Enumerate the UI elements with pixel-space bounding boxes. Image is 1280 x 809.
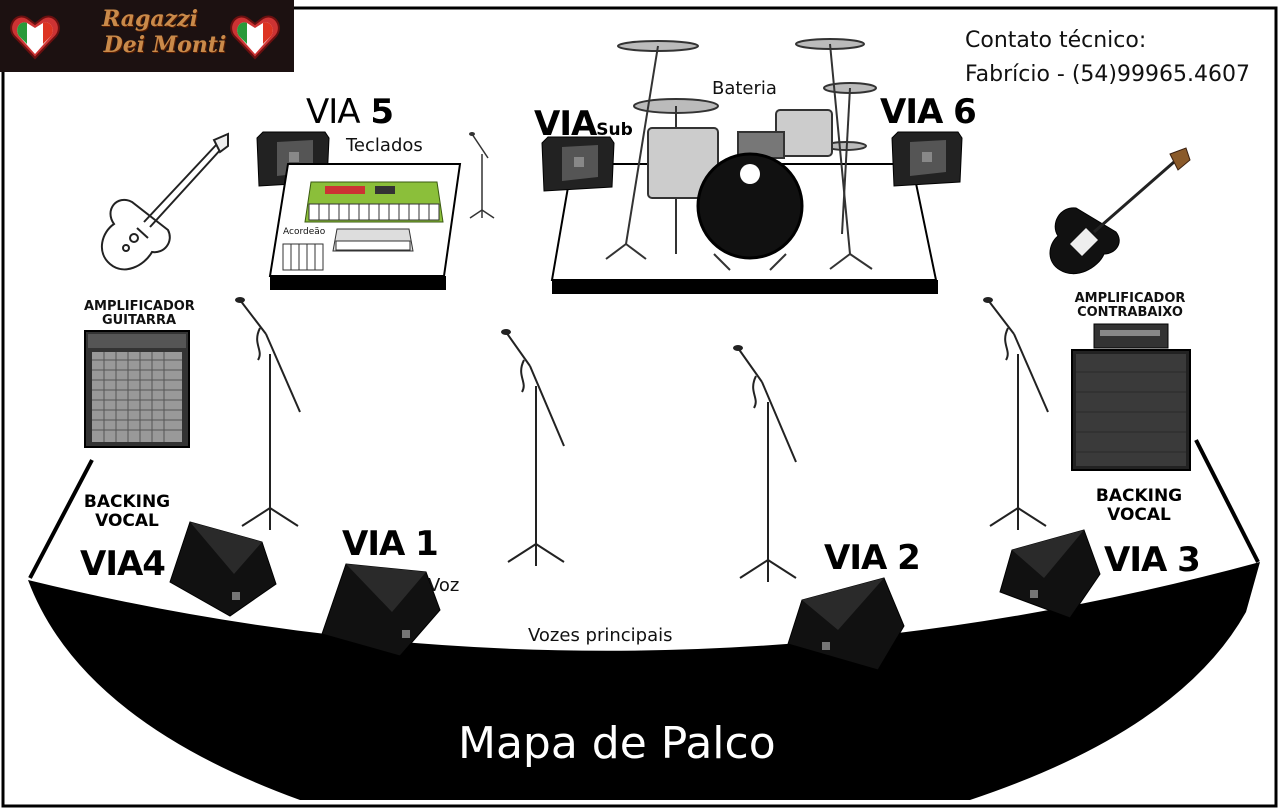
mic-stand-center-left-icon [501, 329, 565, 566]
monitor-wedge-via3 [999, 529, 1101, 619]
monitor-wedge-via4 [169, 521, 277, 617]
heart-flag-icon [230, 15, 280, 60]
mic-stand-small-icon [469, 132, 495, 219]
via2-label: VIA 2 [824, 538, 921, 578]
logo-text: Ragazzi Dei Monti [70, 6, 230, 58]
via6-label: VIA 6 [880, 92, 977, 132]
vozes-principais-label: Vozes principais [528, 625, 673, 646]
backing-vocal-left-label: BACKING VOCAL [83, 492, 171, 531]
logo-line2: Dei Monti [103, 32, 227, 58]
via1-label: VIA 1 [342, 524, 439, 564]
amp-contrabaixo-label: AMPLIFICADOR CONTRABAIXO [1074, 291, 1186, 320]
bass-guitar-icon [1049, 147, 1191, 275]
stage-title: Mapa de Palco [458, 718, 776, 769]
mic-stand-backing-left-icon [235, 297, 301, 530]
synth-keyboard-icon [304, 181, 444, 223]
backing-vocal-right-label: BACKING VOCAL [1095, 486, 1183, 525]
mic-stand-center-right-icon [733, 345, 797, 582]
bass-amplifier-icon [1071, 323, 1191, 471]
drum-kit-icon [605, 38, 877, 271]
via3-label: VIA 3 [1104, 540, 1201, 580]
contact-name-phone: Fabrício - (54)99965.4607 [965, 62, 1250, 87]
monitor-wedge-via-sub [541, 136, 615, 192]
via4-label: VIA4 [80, 544, 166, 584]
heart-flag-icon [10, 15, 60, 60]
electric-guitar-icon [100, 132, 229, 271]
voz-label: Voz [428, 575, 460, 596]
teclados-label: Teclados [346, 135, 423, 156]
controller-keyboard-icon [332, 228, 414, 252]
amp-guitarra-label: AMPLIFICADOR GUITARRA [84, 299, 195, 328]
monitor-wedge-via6 [891, 131, 963, 187]
logo-line1: Ragazzi [101, 6, 199, 32]
accordion-icon [282, 243, 324, 271]
contact-label: Contato técnico: [965, 28, 1147, 53]
via5-label: VIA 5 [306, 92, 394, 132]
bateria-label: Bateria [712, 78, 777, 99]
band-logo: Ragazzi Dei Monti [0, 0, 294, 72]
monitor-wedge-via1 [321, 563, 441, 657]
acordeao-label: Acordeão [283, 227, 326, 237]
guitar-amplifier-icon [84, 330, 190, 448]
monitor-wedge-via2 [787, 577, 905, 671]
mic-stand-backing-right-icon [983, 297, 1049, 530]
